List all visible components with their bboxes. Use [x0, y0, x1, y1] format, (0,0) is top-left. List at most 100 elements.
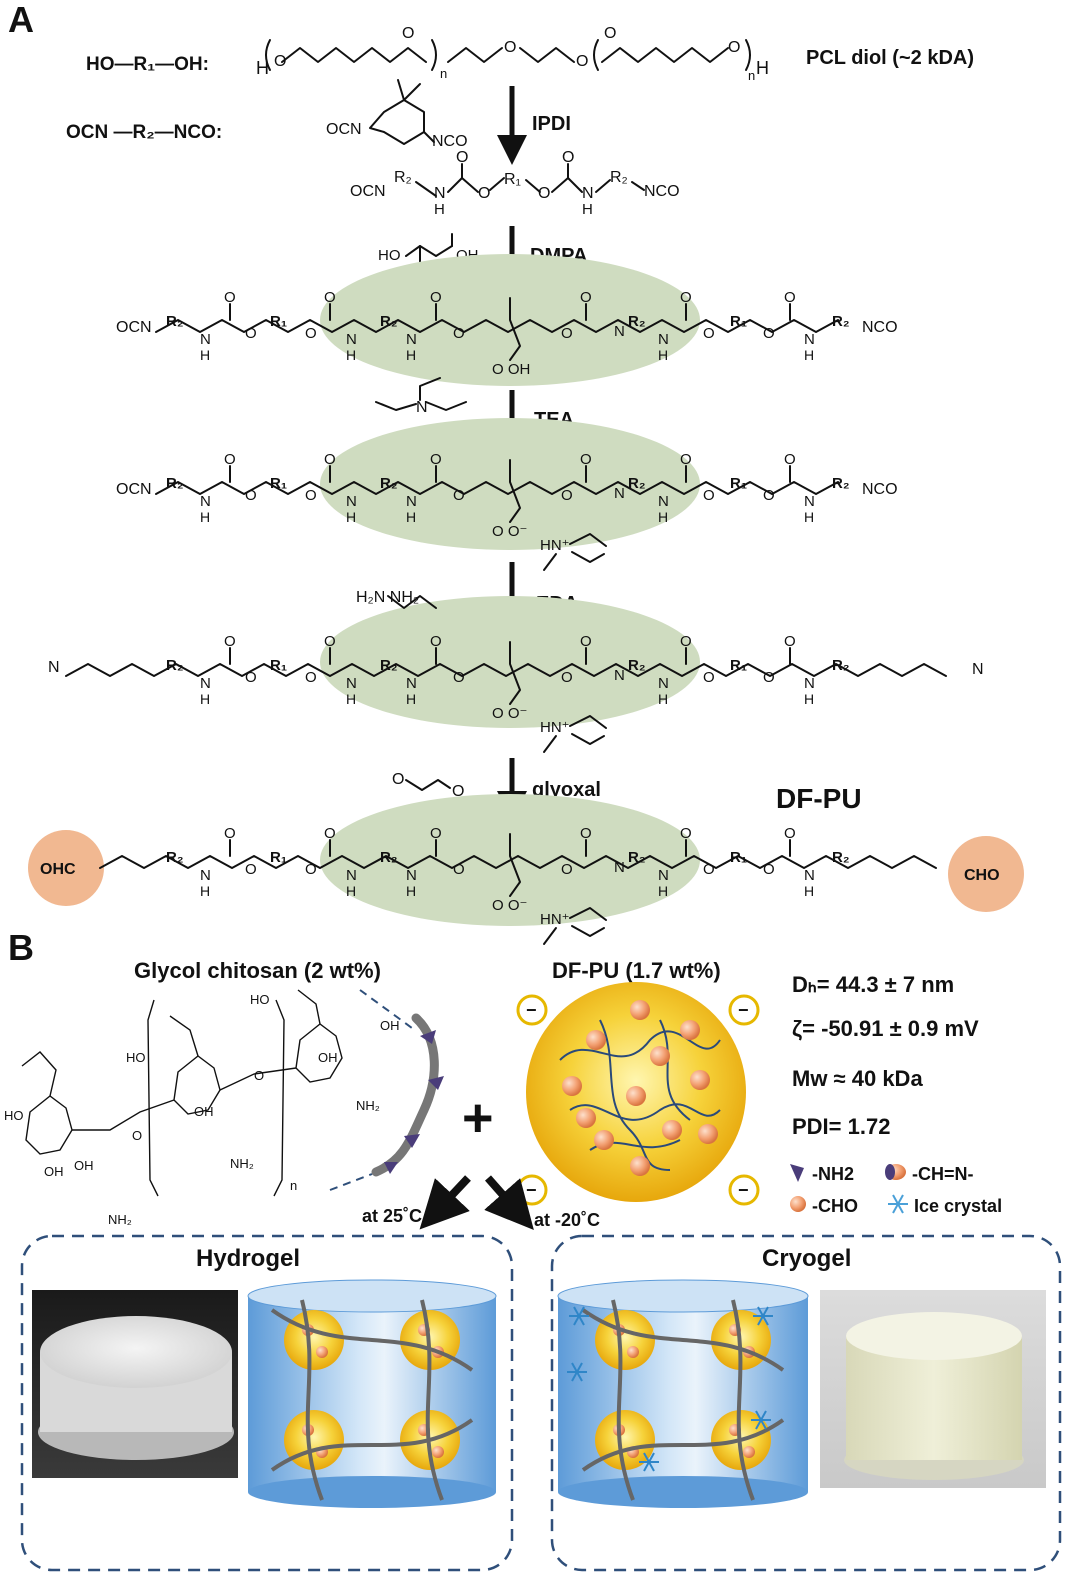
cho-bead-10 — [576, 1108, 596, 1128]
svg-text:O: O — [274, 53, 286, 70]
plus-sign: + — [462, 1088, 494, 1148]
svg-text:O: O — [763, 861, 775, 878]
svg-text:N: N — [804, 493, 815, 510]
svg-text:O: O — [504, 39, 516, 56]
svg-text:N: N — [614, 667, 625, 684]
svg-text:N: N — [658, 331, 669, 348]
intermediate-1-structure: OCN R₂ N H O O R₁ O O N H R₂ NCO — [350, 149, 680, 218]
ice-crystal-icon — [888, 1194, 908, 1214]
svg-text:H₂N NH₂: H₂N NH₂ — [356, 589, 419, 606]
svg-text:O: O — [763, 325, 775, 342]
svg-text:O: O — [561, 861, 573, 878]
cho-bead-3 — [562, 1076, 582, 1096]
svg-text:OHC: OHC — [40, 861, 76, 878]
hydrogel-label: Hydrogel — [196, 1245, 300, 1272]
svg-text:OH: OH — [194, 1104, 214, 1119]
svg-text:NH₂: NH₂ — [230, 1156, 254, 1171]
svg-text:O: O — [245, 487, 257, 504]
svg-text:OCN: OCN — [116, 319, 152, 336]
svg-text:N: N — [406, 493, 417, 510]
svg-text:NH₂: NH₂ — [356, 1098, 380, 1113]
svg-text:HN⁺: HN⁺ — [540, 719, 570, 736]
svg-text:R₂: R₂ — [380, 849, 398, 866]
svg-text:N: N — [406, 867, 417, 884]
svg-text:O: O — [305, 325, 317, 342]
svg-text:HN⁺: HN⁺ — [540, 911, 570, 928]
svg-text:H: H — [658, 883, 668, 899]
svg-text:O: O — [402, 25, 414, 42]
svg-text:O: O — [703, 487, 715, 504]
svg-text:N: N — [200, 675, 211, 692]
svg-text:N: N — [346, 867, 357, 884]
glycol-chitosan-structure: HO HO HO OH OH OH OH OH NH₂ NH₂ NH₂ n O … — [4, 989, 400, 1227]
network-particle — [595, 1310, 655, 1370]
charge-3: − — [526, 1180, 537, 1200]
charge-2: − — [738, 1000, 749, 1020]
svg-text:O: O — [580, 289, 592, 306]
svg-text:HO: HO — [378, 247, 401, 264]
chitosan-chain — [420, 1299, 444, 1501]
svg-text:O: O — [453, 669, 465, 686]
cho-bead-5 — [690, 1070, 710, 1090]
svg-text:N: N — [200, 867, 211, 884]
product-label-dfpu: DF-PU — [776, 783, 862, 814]
svg-text:NCO: NCO — [644, 183, 680, 200]
svg-text:CHO: CHO — [964, 867, 1000, 884]
svg-text:O: O — [763, 669, 775, 686]
svg-text:R₂: R₂ — [628, 475, 646, 492]
cho-bead-2 — [680, 1020, 700, 1040]
glycol-chitosan-label: Glycol chitosan (2 wt%) — [134, 958, 381, 983]
svg-text:NCO: NCO — [432, 133, 468, 150]
svg-text:OCN: OCN — [350, 183, 386, 200]
svg-text:N: N — [658, 493, 669, 510]
prop-hydrodynamic-diameter: Dₕ= 44.3 ± 7 nm — [792, 972, 954, 997]
svg-text:N: N — [200, 493, 211, 510]
svg-text:O: O — [562, 149, 574, 166]
svg-text:N: N — [582, 185, 594, 202]
chitosan-chain — [300, 1299, 324, 1501]
pcl-diol-label: PCL diol (~2 kDA) — [806, 47, 974, 69]
svg-text:H: H — [406, 347, 416, 363]
cho-bead-0 — [586, 1030, 606, 1050]
chitosan-chain — [611, 1299, 635, 1501]
aldehyde-end-left — [28, 830, 104, 906]
step-reagent-ipdi: IPDI — [532, 113, 571, 135]
charge-1: − — [526, 1000, 537, 1020]
cho-bead-9 — [698, 1124, 718, 1144]
dfpu-particle-beads — [562, 1000, 718, 1176]
svg-text:H: H — [346, 347, 356, 363]
svg-text:OCN: OCN — [116, 481, 152, 498]
svg-text:O: O — [305, 487, 317, 504]
svg-text:N: N — [346, 675, 357, 692]
svg-text:O: O — [324, 451, 336, 468]
svg-text:O O⁻: O O⁻ — [492, 523, 527, 540]
cryogel-label: Cryogel — [762, 1245, 851, 1272]
svg-text:O: O — [430, 289, 442, 306]
chitosan-chain — [731, 1299, 755, 1501]
svg-text:O O⁻: O O⁻ — [492, 897, 527, 914]
svg-text:O: O — [392, 771, 404, 788]
ice-crystal-icon — [567, 1362, 587, 1382]
diol-generic-label: HO—R₁—OH: — [86, 54, 209, 75]
svg-text:N: N — [416, 399, 428, 416]
svg-text:O: O — [305, 861, 317, 878]
svg-text:H: H — [804, 691, 814, 707]
cho-bead-7 — [662, 1120, 682, 1140]
svg-text:R₂: R₂ — [628, 313, 646, 330]
svg-text:N: N — [346, 493, 357, 510]
glyoxal-structure: O O — [392, 771, 464, 800]
svg-text:HN⁺: HN⁺ — [540, 537, 570, 554]
network-particles — [270, 1299, 785, 1501]
svg-text:O OH: O OH — [492, 361, 530, 378]
svg-text:R₁: R₁ — [730, 657, 747, 674]
svg-text:O: O — [224, 451, 236, 468]
svg-text:OCN: OCN — [326, 121, 362, 138]
svg-text:R₂: R₂ — [628, 849, 646, 866]
svg-text:O: O — [453, 861, 465, 878]
svg-text:-CHO: -CHO — [812, 1196, 858, 1216]
svg-text:HO: HO — [4, 1108, 24, 1123]
svg-text:NCO: NCO — [862, 319, 898, 336]
svg-text:O: O — [784, 633, 796, 650]
svg-text:N: N — [406, 675, 417, 692]
hydrogel-photo — [32, 1290, 238, 1478]
